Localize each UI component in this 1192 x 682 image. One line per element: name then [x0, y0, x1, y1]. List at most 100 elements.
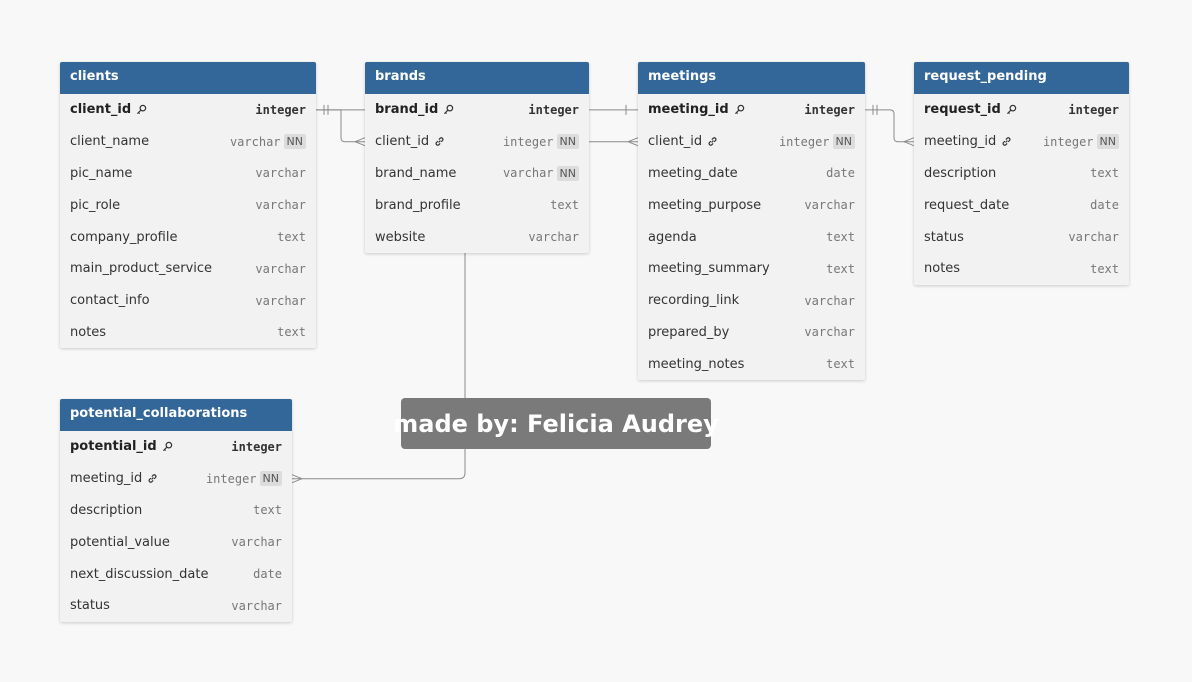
field-type: varchar [528, 230, 579, 245]
field-type: text [826, 230, 855, 245]
field-type-wrap: varchar [804, 294, 855, 308]
field-type-wrap: integer [528, 103, 579, 117]
field-name: client_id [375, 134, 430, 150]
field-type: text [826, 357, 855, 372]
field-type: varchar [804, 293, 855, 308]
field-row[interactable]: next_discussion_date date [60, 558, 292, 590]
field-name-wrap: contact_info [70, 293, 150, 308]
field-name-wrap: request_date [924, 198, 1009, 213]
edge-clients-brands [316, 109, 365, 143]
table-header[interactable]: potential_collaborations [60, 399, 292, 431]
not-null-badge: NN [832, 134, 855, 150]
primary-key-icon [734, 104, 745, 115]
field-type-wrap: date [253, 567, 282, 581]
field-name-wrap: meeting_summary [648, 261, 770, 276]
field-type: varchar [804, 325, 855, 340]
field-type: integer [778, 134, 830, 149]
table-header[interactable]: clients [60, 62, 316, 94]
field-name-wrap: notes [924, 261, 960, 276]
field-type-wrap: varchar [1068, 230, 1119, 244]
field-row[interactable]: potential_id integer [60, 431, 292, 463]
field-type-wrap: text [277, 325, 306, 339]
field-type-wrap: varchar [528, 230, 579, 244]
field-row[interactable]: agenda text [638, 221, 865, 253]
field-type-wrap: integer [804, 103, 855, 117]
field-name: potential_id [70, 439, 157, 455]
field-row[interactable]: meeting_id integer [638, 94, 865, 126]
not-null-badge: NN [556, 134, 579, 150]
field-type-wrap: text [550, 198, 579, 212]
field-type: integer [1068, 102, 1119, 117]
field-name-wrap: main_product_service [70, 261, 212, 276]
field-name-wrap: agenda [648, 230, 697, 245]
field-name: description [924, 165, 997, 181]
field-name: website [375, 229, 426, 245]
field-row[interactable]: brand_id integer [365, 94, 589, 126]
field-type-wrap: text [826, 230, 855, 244]
table-header[interactable]: request_pending [914, 62, 1129, 94]
field-type-wrap: varchar [231, 599, 282, 613]
table-header[interactable]: brands [365, 62, 589, 94]
field-row[interactable]: status varchar [60, 590, 292, 622]
field-name: contact_info [70, 293, 150, 309]
field-type: varchar [231, 535, 282, 550]
field-name-wrap: description [70, 503, 142, 518]
field-name-wrap: brand_id [375, 102, 454, 117]
field-name: agenda [648, 229, 697, 245]
field-row[interactable]: description text [914, 158, 1129, 190]
field-type: varchar [804, 198, 855, 213]
table-header[interactable]: meetings [638, 62, 865, 94]
field-name-wrap: next_discussion_date [70, 567, 209, 582]
field-name-wrap: meeting_id [648, 102, 745, 117]
field-row[interactable]: notes text [914, 253, 1129, 285]
field-type-wrap: text [1090, 262, 1119, 276]
field-name-wrap: status [70, 598, 110, 613]
field-row[interactable]: recording_link varchar [638, 285, 865, 317]
watermark-badge: made by: Felicia Audrey [393, 398, 719, 449]
field-name: status [70, 598, 110, 614]
field-row[interactable]: website varchar [365, 221, 589, 253]
many-marker [354, 137, 366, 147]
many-marker [903, 137, 915, 147]
field-name: recording_link [648, 293, 740, 309]
field-name: brand_name [375, 165, 457, 181]
not-null-badge: NN [1096, 134, 1119, 150]
field-name: meeting_notes [648, 356, 745, 372]
field-type: integer [231, 439, 282, 454]
field-name-wrap: prepared_by [648, 325, 729, 340]
field-row[interactable]: meeting_notes text [638, 348, 865, 380]
foreign-key-link-icon [147, 473, 158, 484]
field-row[interactable]: prepared_by varchar [638, 317, 865, 349]
table-potential-collaborations[interactable]: potential_collaborations potential_id inte… [60, 399, 292, 622]
field-type-wrap: text [1090, 166, 1119, 180]
field-name-wrap: recording_link [648, 293, 739, 308]
